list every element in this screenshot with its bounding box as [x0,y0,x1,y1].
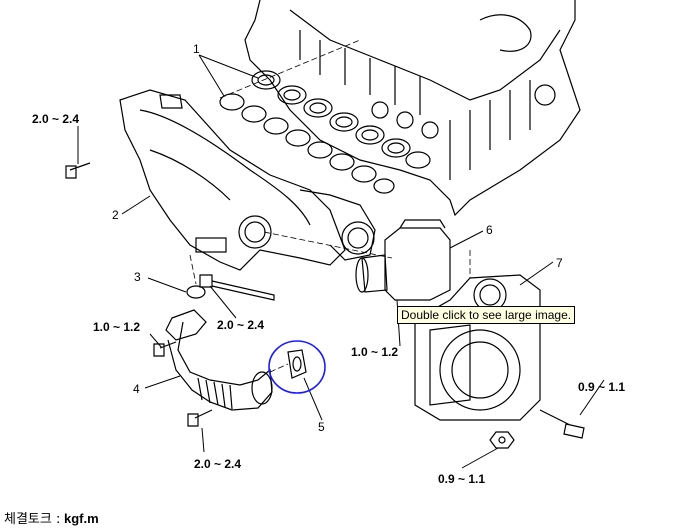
callout-5: 5 [318,420,325,434]
callout-3: 3 [134,270,141,284]
footer-unit: kgf.m [63,511,99,526]
egr-actuator [355,219,451,301]
stud-nut [199,274,275,301]
nut-throttle [489,431,515,449]
torque-pipe-bolt-lower: 2.0 ~ 2.4 [194,457,242,471]
torque-gasket-nut: 2.0 ~ 2.4 [217,318,265,332]
bolt-throttle [539,409,585,439]
gasket-row-lower [219,93,395,194]
callout-1: 1 [193,42,200,56]
torque-throttle-nut: 0.9 ~ 1.1 [438,472,486,486]
enlarge-image-tooltip[interactable]: Double click to see large image. [397,306,576,324]
torque-manifold-bolt: 2.0 ~ 2.4 [32,112,80,126]
callout-4: 4 [133,382,140,396]
bolt-upper-left [65,162,91,179]
gasket-row-upper [251,70,431,169]
bolt-pipe [153,341,177,357]
callout-6: 6 [486,223,493,237]
bolt-lower [187,409,213,427]
intake-manifold [119,89,376,271]
torque-actuator-bolt: 1.0 ~ 1.2 [351,345,399,359]
footer-label: 체결토크 : [4,512,61,527]
torque-throttle-bolt: 0.9 ~ 1.1 [578,380,626,394]
o-ring-gasket [186,285,206,299]
egr-gasket [287,349,307,379]
throttle-body [414,274,541,421]
highlight-circle [268,340,326,394]
callout-7: 7 [556,256,563,270]
egr-pipe [165,309,273,411]
torque-pipe-bolt-upper: 1.0 ~ 1.2 [93,320,141,334]
engine-block [244,0,581,217]
callout-2: 2 [112,208,119,222]
torque-unit-footer: 체결토크 : kgf.m [4,508,99,527]
